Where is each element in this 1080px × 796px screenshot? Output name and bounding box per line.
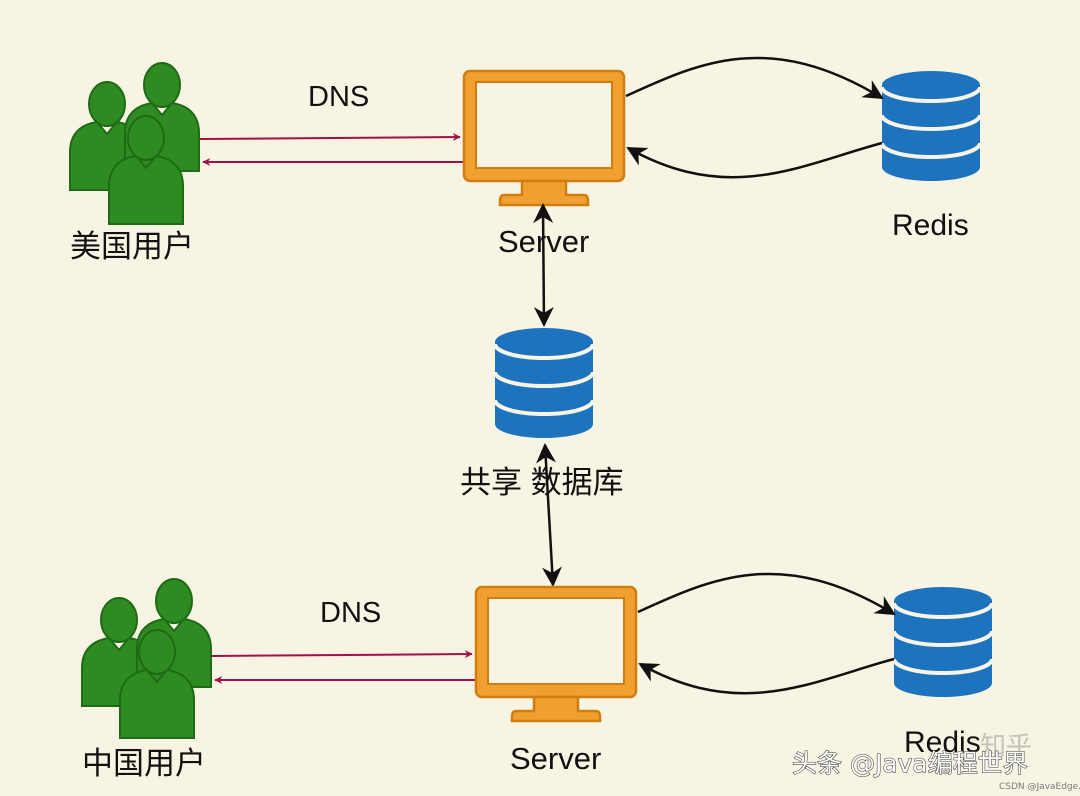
top-server-icon <box>462 69 626 207</box>
bottom-dns-label: DNS <box>320 597 381 629</box>
top-dns-label: DNS <box>308 81 369 113</box>
watermark: 知乎 头条 @Java编程世界 CSDN @JavaEdge. <box>791 732 1080 792</box>
china-users-icon <box>81 578 212 739</box>
top-server-to-redis-arrow <box>625 56 884 100</box>
bottom-dns-request-arrow <box>211 650 473 659</box>
top-redis-to-server-arrow <box>626 141 883 179</box>
watermark-overlap-text: 知乎 <box>980 732 1032 762</box>
bottom-server-to-redis-arrow <box>637 572 896 616</box>
bottom-server-db-link <box>536 443 562 587</box>
top-dns-request-arrow <box>199 133 461 142</box>
us-users-icon <box>69 62 200 225</box>
bottom-server-icon <box>474 585 638 723</box>
bottom-redis-to-server-arrow <box>638 657 895 695</box>
china-users-label: 中国用户 <box>82 746 206 781</box>
bottom-redis-icon <box>892 585 994 699</box>
shared-db-label: 共享 数据库 <box>460 465 624 500</box>
watermark-main-text: 头条 @Java编程世界 <box>792 749 1028 778</box>
bottom-redis-label: Redis <box>904 726 981 759</box>
us-users-label: 美国用户 <box>70 229 194 264</box>
top-redis-icon <box>880 69 982 183</box>
watermark-credit-text: CSDN @JavaEdge. <box>999 782 1080 792</box>
bottom-server-label: Server <box>510 741 601 776</box>
top-redis-label: Redis <box>892 209 969 242</box>
top-server-db-link <box>533 203 554 327</box>
shared-db-icon <box>493 326 595 440</box>
